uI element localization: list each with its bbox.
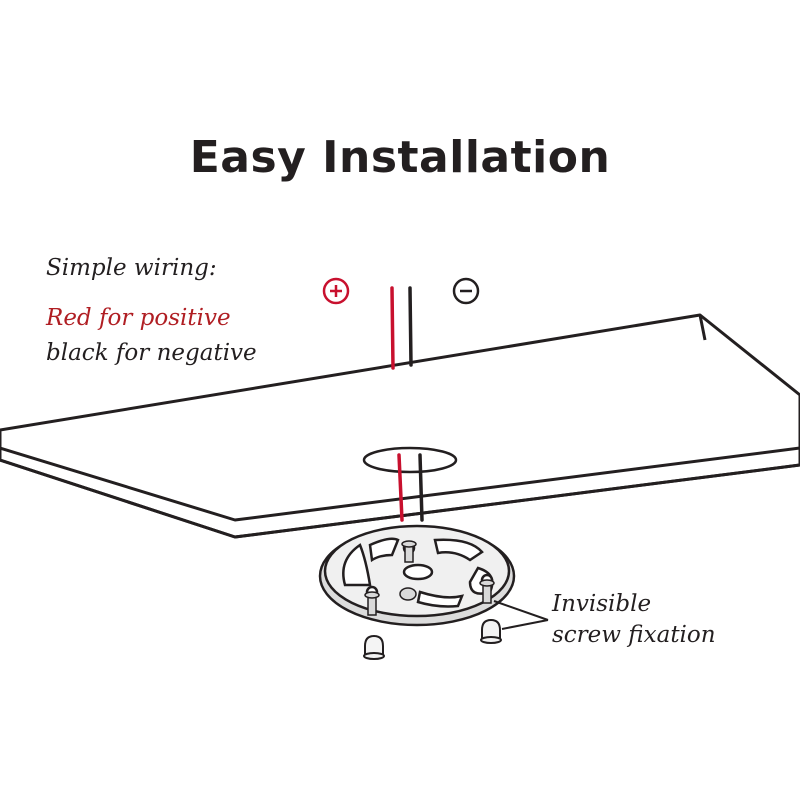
screw-note-line2: screw fixation <box>552 622 716 648</box>
board-front-top-edge <box>0 446 800 522</box>
minus-circle-icon <box>452 277 480 305</box>
plus-circle-icon <box>322 277 350 305</box>
negative-wire-bottom <box>418 453 424 522</box>
ceiling-hole <box>362 446 458 474</box>
ceiling-board <box>0 313 800 539</box>
negative-wire-top <box>408 286 413 367</box>
plate-slot-left <box>342 543 372 587</box>
plate-center-hole <box>402 563 434 581</box>
screw-mid <box>399 587 417 601</box>
screw-cap-right-base <box>480 636 502 644</box>
negative-wire-label: black for negative <box>46 340 257 366</box>
positive-wire-label: Red for positive <box>46 305 231 331</box>
positive-wire-bottom <box>397 453 404 522</box>
plate-slot-bottom <box>416 590 465 608</box>
wiring-heading: Simple wiring: <box>46 255 217 281</box>
screw-caps <box>363 618 502 660</box>
screws <box>364 540 495 616</box>
page-title: Easy Installation <box>189 132 611 183</box>
screw-cap-right <box>481 618 501 641</box>
wires-below <box>397 453 424 522</box>
plate-slot-top-right <box>433 538 484 562</box>
wires-above <box>390 286 413 370</box>
screw-note-line1: Invisible <box>552 591 652 617</box>
screw-cap-left-base <box>363 652 385 660</box>
board-side-edge <box>698 314 707 341</box>
screw-cap-left <box>364 634 384 657</box>
screw-left <box>364 591 380 616</box>
plate-slot-top-left <box>368 537 400 563</box>
positive-wire-top <box>390 286 395 370</box>
screw-callout-lines <box>493 600 549 630</box>
screw-top <box>401 540 417 563</box>
screw-right <box>479 579 495 604</box>
mounting-plate <box>318 524 516 627</box>
board-front-edge <box>0 458 800 539</box>
